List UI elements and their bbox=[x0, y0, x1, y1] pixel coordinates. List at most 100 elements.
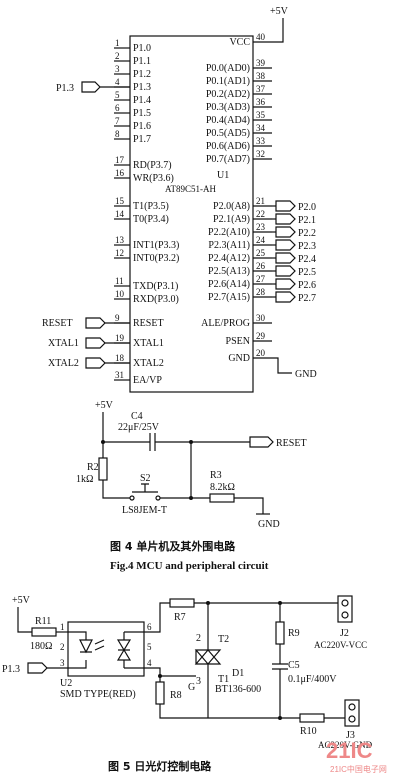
right-pin-name: P0.7(AD7) bbox=[206, 154, 250, 165]
left-pin-name: RXD(P3.0) bbox=[133, 294, 179, 305]
left-pin-number: 13 bbox=[115, 235, 125, 245]
right-pin-name: P0.3(AD3) bbox=[206, 102, 250, 113]
left-pin-name: WR(P3.6) bbox=[133, 173, 174, 184]
u2-pin4-wire bbox=[144, 667, 161, 682]
watermark-subtitle: 21IC中国电子网 bbox=[330, 764, 387, 774]
u2-type: SMD TYPE(RED) bbox=[60, 689, 136, 700]
p13-connector-icon bbox=[81, 81, 101, 93]
u2-optocoupler-body bbox=[67, 621, 145, 677]
right-pin-name: P0.5(AD5) bbox=[206, 128, 250, 139]
right-pin-number: 20 bbox=[256, 348, 266, 358]
right-pin-name: P0.0(AD0) bbox=[206, 63, 250, 74]
port-connector-icon bbox=[275, 239, 296, 251]
r3-designator: R3 bbox=[210, 470, 222, 481]
right-pin-name: P2.0(A8) bbox=[213, 201, 250, 212]
gnd-wire bbox=[253, 357, 292, 374]
left-pin-number: 2 bbox=[115, 51, 120, 61]
port-label: P2.0 bbox=[298, 202, 316, 213]
gate-label: G bbox=[188, 682, 195, 693]
p13-input-label: P1.3 bbox=[56, 83, 74, 94]
r2-wire-bottom bbox=[102, 480, 128, 499]
right-pin-name: VCC bbox=[229, 37, 250, 48]
r11-value: 180Ω bbox=[30, 641, 52, 652]
left-pin-name: P1.0 bbox=[133, 43, 151, 54]
s2-part: LS8JEM-T bbox=[122, 505, 167, 516]
right-pin-number: 21 bbox=[256, 196, 265, 206]
port-label: P2.1 bbox=[298, 215, 316, 226]
led-diode-icon bbox=[79, 639, 93, 654]
s2-contact bbox=[155, 495, 161, 501]
r2-resistor-icon bbox=[98, 457, 108, 481]
port-label: P2.4 bbox=[298, 254, 316, 265]
reset-input-label: RESET bbox=[42, 318, 73, 329]
watermark-logo: 21IC bbox=[326, 738, 373, 763]
xtal1-connector-icon bbox=[85, 337, 106, 349]
left-pin-name: RD(P3.7) bbox=[133, 160, 172, 171]
r10-designator: R10 bbox=[300, 726, 317, 737]
left-pin-name: P1.6 bbox=[133, 121, 151, 132]
right-pin-name: P0.2(AD2) bbox=[206, 89, 250, 100]
u2-led-wire bbox=[68, 631, 87, 669]
right-pin-number: 25 bbox=[256, 248, 266, 258]
j2-label: AC220V-VCC bbox=[314, 640, 367, 650]
j3-pin bbox=[348, 715, 356, 723]
left-pin-name: T0(P3.4) bbox=[133, 214, 169, 225]
left-pin-number: 31 bbox=[115, 370, 124, 380]
left-pin-number: 7 bbox=[115, 116, 120, 126]
u2-pin-3: 3 bbox=[60, 658, 65, 668]
xtal2-label: XTAL2 bbox=[48, 358, 79, 369]
r8-wire-bottom bbox=[159, 704, 208, 719]
r3-wire-right bbox=[234, 497, 264, 514]
c4-value: 22μF/25V bbox=[118, 422, 160, 433]
right-pin-name: P2.3(A11) bbox=[208, 240, 250, 251]
port-label: P2.7 bbox=[298, 293, 316, 304]
j2-pin bbox=[341, 611, 349, 619]
r3-resistor-icon bbox=[209, 493, 235, 503]
left-pin-name: INT0(P3.2) bbox=[133, 253, 179, 264]
reset-vcc-label: +5V bbox=[95, 400, 114, 411]
u2-pin-4: 4 bbox=[147, 658, 152, 668]
left-pin-name: EA/VP bbox=[133, 375, 162, 386]
right-pin-number: 28 bbox=[256, 287, 266, 297]
s2-contact bbox=[129, 495, 135, 501]
r9-designator: R9 bbox=[288, 628, 300, 639]
fig5-vcc-wire bbox=[17, 607, 32, 633]
port-label: P2.2 bbox=[298, 228, 316, 239]
right-pin-name: P2.4(A12) bbox=[208, 253, 250, 264]
j3-label: AC220V-GND bbox=[318, 740, 373, 750]
u2-designator: U2 bbox=[60, 678, 72, 689]
right-pin-name: PSEN bbox=[226, 336, 250, 347]
r7-wire-left bbox=[144, 602, 170, 633]
left-pin-name: TXD(P3.1) bbox=[133, 281, 178, 292]
right-pin-number: 30 bbox=[256, 313, 266, 323]
left-pin-number: 3 bbox=[115, 64, 120, 74]
r3-value: 8.2kΩ bbox=[210, 482, 235, 493]
left-pin-name: RESET bbox=[133, 318, 164, 329]
left-pin-number: 16 bbox=[115, 168, 125, 178]
left-pin-number: 17 bbox=[115, 155, 125, 165]
left-pin-number: 12 bbox=[115, 248, 124, 258]
xtal1-label: XTAL1 bbox=[48, 338, 79, 349]
right-pin-number: 24 bbox=[256, 235, 266, 245]
fig5-caption-cn: 图 5 日光灯控制电路 bbox=[108, 759, 212, 773]
right-pin-name: P2.1(A9) bbox=[213, 214, 250, 225]
right-pin-name: P2.7(A15) bbox=[208, 292, 250, 303]
right-pin-number: 32 bbox=[256, 149, 265, 159]
j3-pin bbox=[348, 703, 356, 711]
right-pin-number: 36 bbox=[256, 97, 266, 107]
reset-out-label: RESET bbox=[276, 438, 307, 449]
left-pin-name: P1.1 bbox=[133, 56, 151, 67]
left-pin-number: 9 bbox=[115, 313, 120, 323]
reset-connector-icon bbox=[85, 317, 106, 329]
right-pin-number: 33 bbox=[256, 136, 266, 146]
port-connector-icon bbox=[275, 200, 296, 212]
right-pin-number: 40 bbox=[256, 32, 266, 42]
port-label: P2.6 bbox=[298, 280, 316, 291]
right-pin-number: 39 bbox=[256, 58, 266, 68]
c5-designator: C5 bbox=[288, 660, 300, 671]
reset-out-connector-icon bbox=[249, 436, 274, 448]
left-pin-number: 18 bbox=[115, 353, 125, 363]
left-pin-number: 4 bbox=[115, 77, 120, 87]
